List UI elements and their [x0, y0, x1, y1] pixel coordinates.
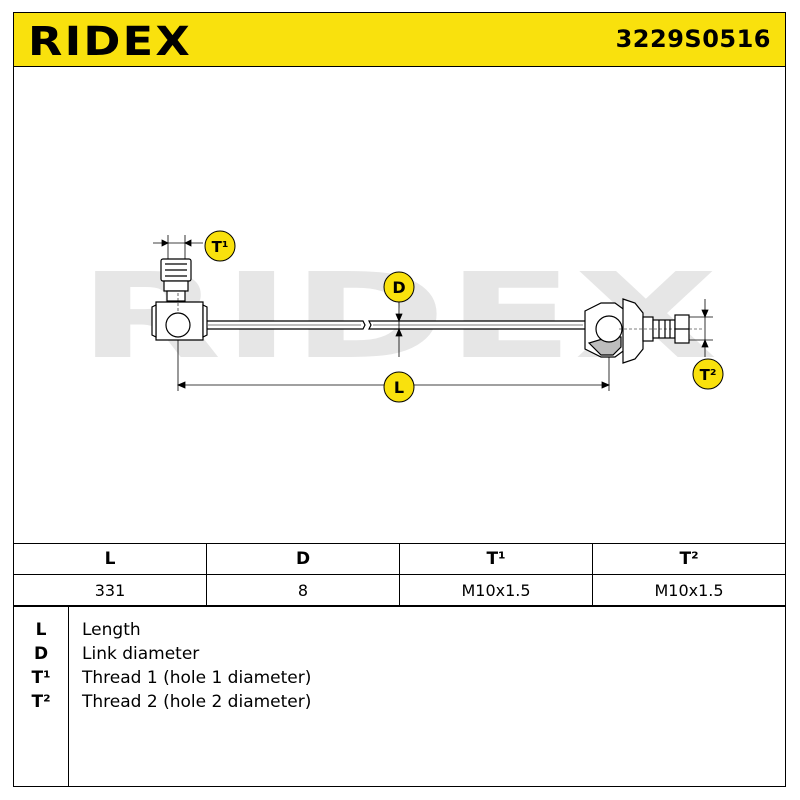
legend-text: Length	[82, 620, 141, 640]
t1-marker-label: T¹	[212, 238, 229, 256]
d-marker-label: D	[392, 278, 405, 297]
legend-item: D Link diameter	[14, 644, 785, 668]
l-marker	[383, 371, 415, 403]
legend-divider	[68, 606, 69, 786]
value-t2: M10x1.5	[592, 574, 786, 607]
spec-header-row: L D T¹ T²	[13, 543, 786, 575]
left-ball-joint	[151, 258, 208, 341]
t1-dimension	[153, 235, 203, 259]
link-rod	[197, 320, 589, 330]
legend-box: L Length D Link diameter T¹ Thread 1 (ho…	[13, 605, 786, 787]
t2-dimension	[689, 299, 713, 357]
value-d: 8	[206, 574, 400, 607]
legend-text: Thread 2 (hole 2 diameter)	[82, 692, 312, 712]
header-d: D	[206, 543, 400, 575]
value-l: 331	[13, 574, 207, 607]
header-bar: RIDEX 3229S0516	[13, 12, 786, 67]
ridex-logo: RIDEX	[28, 19, 192, 63]
spec-table: L D T¹ T² 331 8 M10x1.5 M10x1.5	[13, 543, 786, 607]
part-number: 3229S0516	[615, 25, 771, 53]
legend-key: D	[33, 644, 49, 664]
right-ball-joint	[584, 298, 703, 364]
t2-marker-label: T²	[700, 366, 717, 384]
d-dimension	[395, 301, 403, 357]
legend-key: T¹	[31, 668, 51, 688]
value-t1: M10x1.5	[399, 574, 593, 607]
legend-item: L Length	[14, 620, 785, 644]
t2-marker	[692, 358, 724, 390]
t1-marker	[204, 230, 236, 262]
legend-key: T²	[31, 692, 51, 712]
d-marker	[383, 271, 415, 303]
legend-key: L	[35, 620, 47, 640]
legend-item: T² Thread 2 (hole 2 diameter)	[14, 692, 785, 716]
header-l: L	[13, 543, 207, 575]
brand-logo-text: RIDEX	[28, 19, 192, 63]
header-t1: T¹	[399, 543, 593, 575]
legend-text: Thread 1 (hole 1 diameter)	[82, 668, 312, 688]
technical-drawing: RIDEX	[78, 230, 724, 403]
header-t2: T²	[592, 543, 786, 575]
legend-text: Link diameter	[82, 644, 200, 664]
spec-value-row: 331 8 M10x1.5 M10x1.5	[13, 574, 786, 607]
l-marker-label: L	[394, 378, 404, 397]
legend-item: T¹ Thread 1 (hole 1 diameter)	[14, 668, 785, 692]
